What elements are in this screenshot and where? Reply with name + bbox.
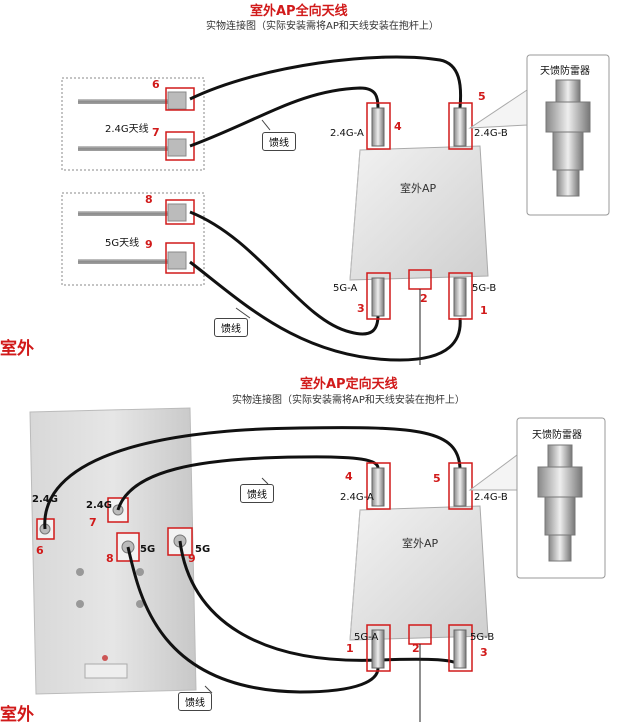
marker-box-1 [448, 272, 473, 320]
port-label-24g-b: 2.4G-B [474, 128, 508, 139]
panel-port-label-24g-left: 2.4G [32, 494, 58, 505]
number-7: 7 [152, 126, 160, 139]
feeder-cable-8-to-3 [189, 210, 380, 336]
number-2: 2 [420, 292, 428, 305]
arrester-callout-pointer-2 [468, 454, 518, 491]
arrester-label-1: 天馈防雷器 [540, 66, 590, 77]
number-3: 3 [357, 302, 365, 315]
ap1-port-24g-a-connector [371, 107, 385, 147]
panel-port-label-5g-right: 5G [195, 544, 211, 555]
s2-number-4: 4 [345, 470, 353, 483]
s2-number-9: 9 [188, 552, 196, 565]
ap1-port-24g-b-connector [453, 107, 467, 147]
panel-port-label-24g-right: 2.4G [86, 500, 112, 511]
antenna-24g-label: 2.4G天线 [105, 124, 149, 135]
ap1-label: 室外AP [400, 182, 437, 195]
section1-subtitle: 实物连接图（实际安装需将AP和天线安装在抱杆上） [206, 21, 439, 32]
port-label-5g-a: 5G-A [333, 283, 358, 294]
number-8: 8 [145, 193, 153, 206]
s2-number-6: 6 [36, 544, 44, 557]
ap2-label: 室外AP [402, 537, 439, 550]
s2-feeder-8-to-1 [126, 546, 380, 694]
arrester-device-1 [545, 79, 591, 197]
s2-number-2: 2 [412, 642, 420, 655]
number-5: 5 [478, 90, 486, 103]
s2-port-label-24g-b: 2.4G-B [474, 492, 508, 503]
marker-box-s2-9 [167, 527, 193, 556]
s2-feeder-7-to-4 [116, 455, 380, 511]
number-9: 9 [145, 238, 153, 251]
number-1: 1 [480, 304, 488, 317]
marker-box-4 [366, 102, 391, 150]
feeder-cable-7-to-4 [189, 86, 380, 148]
omni-antenna-5g-1 [78, 203, 187, 222]
marker-box-3 [366, 272, 391, 320]
outdoor-ap-2 [349, 505, 489, 641]
number-6: 6 [152, 78, 160, 91]
s2-port-label-24g-a: 2.4G-A [340, 492, 374, 503]
s2-number-7: 7 [89, 516, 97, 529]
number-4: 4 [394, 120, 402, 133]
marker-box-6 [165, 87, 195, 111]
omni-antenna-24g-2 [78, 138, 187, 157]
s2-number-5: 5 [433, 472, 441, 485]
arrester-device-2 [537, 444, 583, 562]
marker-box-5 [448, 102, 473, 150]
feeder-cable-6-to-5 [189, 55, 463, 109]
s2-feeder-6-to-5 [43, 426, 462, 530]
port-label-5g-b: 5G-B [472, 283, 497, 294]
panel-port-label-5g-left: 5G [140, 544, 156, 555]
s2-feeder-label-1: 馈线 [240, 484, 274, 503]
marker-box-s2-1 [366, 624, 391, 672]
outdoor-label-2: 室外 [0, 705, 34, 725]
arrester-label-2: 天馈防雷器 [532, 430, 582, 441]
omni-antenna-5g-2 [78, 251, 187, 270]
marker-box-s2-4 [366, 462, 391, 510]
s2-port-label-5g-b: 5G-B [470, 632, 495, 643]
feeder-cable-9-to-1 [189, 260, 462, 362]
feeder-label-1: 馈线 [262, 132, 296, 151]
s2-number-8: 8 [106, 552, 114, 565]
port-label-24g-a: 2.4G-A [330, 128, 364, 139]
omni-antenna-24g-1 [78, 91, 187, 110]
marker-box-8 [165, 199, 195, 225]
section2-title: 室外AP定向天线 [300, 377, 398, 392]
marker-box-s2-3 [448, 624, 473, 672]
ap1-port-5g-a-connector [371, 277, 385, 317]
antenna-5g-label: 5G天线 [105, 238, 140, 249]
s2-feeder-label-2: 馈线 [178, 692, 212, 711]
marker-box-s2-5 [448, 462, 473, 510]
s2-number-1: 1 [346, 642, 354, 655]
section2-subtitle: 实物连接图（实际安装需将AP和天线安装在抱杆上） [232, 395, 465, 406]
antenna-5g-group [61, 192, 205, 286]
outdoor-ap-1 [349, 145, 489, 281]
marker-box-9 [165, 242, 195, 274]
feeder-label-2: 馈线 [214, 318, 248, 337]
ap1-port-5g-b-connector [453, 277, 467, 317]
antenna-24g-group [61, 77, 205, 171]
s2-number-3: 3 [480, 646, 488, 659]
outdoor-label-1: 室外 [0, 339, 34, 359]
section1-title: 室外AP全向天线 [250, 4, 348, 19]
s2-port-label-5g-a: 5G-A [354, 632, 379, 643]
